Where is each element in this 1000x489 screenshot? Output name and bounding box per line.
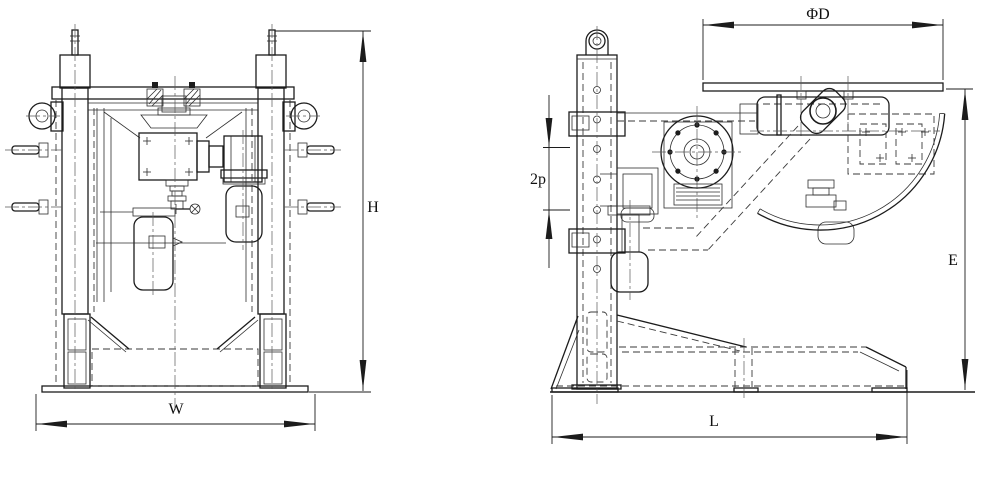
height-dim-label: H [367,199,379,216]
front-top-beam-bearing [51,82,295,139]
dimension-2p: 2p [530,95,570,268]
dimension-phi-d: ΦD [702,6,944,80]
side-base [550,314,975,400]
front-lugs-pins [11,101,335,215]
front-pendant [96,108,247,302]
base-length-dim-label: L [709,413,719,430]
front-centerlines [5,24,341,410]
table-diameter-dim-label: ΦD [806,6,829,23]
side-column [550,26,626,404]
tilt-sector-arc [757,113,946,231]
dimension-w: W [35,394,316,431]
dimension-l: L [551,370,908,444]
front-gearbox-motor [138,132,268,243]
width-dim-label: W [168,401,184,418]
side-motor [607,200,651,300]
side-tilt-head [617,87,946,252]
side-gearbox [600,106,742,223]
dimension-e: E [946,88,973,390]
front-columns [55,29,291,382]
table-height-dim-label: E [948,252,958,269]
dimension-h: H [275,30,379,393]
side-view: ΦD 2p E L [530,6,975,444]
front-view: H W [5,24,379,431]
hole-pitch-dim-label: 2p [530,171,546,188]
side-table [702,76,944,138]
